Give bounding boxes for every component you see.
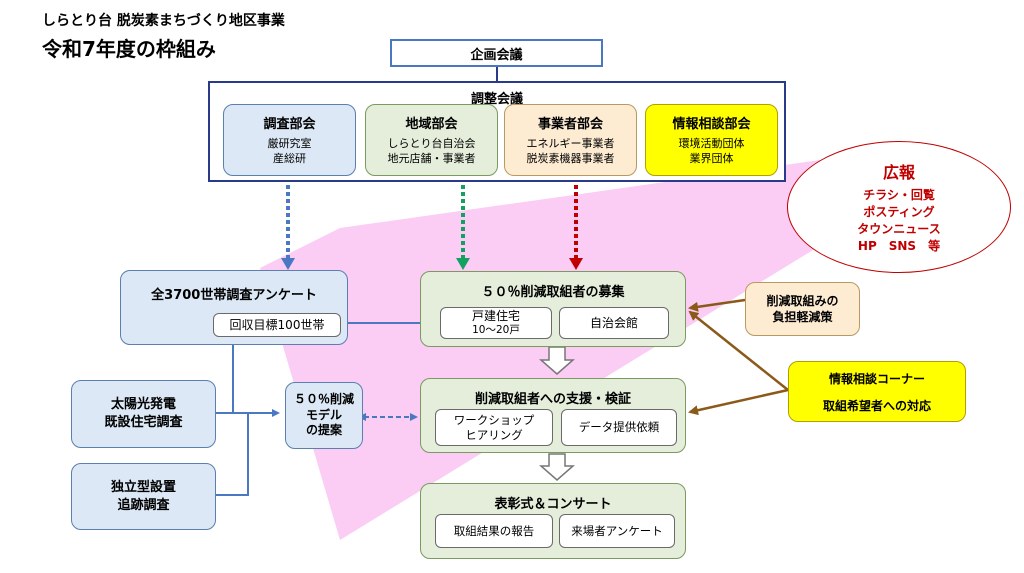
standalone-line: 独立型設置 <box>110 479 176 495</box>
survey-connector <box>232 345 280 417</box>
support-data: データ提供依頼 <box>561 409 677 446</box>
coordination-title: 調整会議 <box>470 92 523 107</box>
consultation-corner: 情報相談コーナー 取組希望者への対応 <box>788 361 966 422</box>
unit-region: 地域部会 しらとり台自治会 地元店舗・事業者 <box>365 104 498 176</box>
unit-survey: 調査部会 厳研究室 産総研 <box>223 104 356 176</box>
planning-meeting: 企画会議 <box>390 39 603 67</box>
unit-region-line: しらとり台自治会 <box>387 137 476 151</box>
award-report: 取組結果の報告 <box>435 514 553 548</box>
award-title: 表彰式＆コンサート <box>494 497 612 512</box>
page-subtitle: しらとり台 脱炭素まちづくり地区事業 <box>42 13 285 29</box>
unit-info-line: 業界団体 <box>689 152 734 165</box>
unit-info-line: 環境活動団体 <box>678 137 745 151</box>
unit-info-name: 情報相談部会 <box>672 117 751 133</box>
solar-line: 太陽光発電 <box>110 397 176 413</box>
unit-business: 事業者部会 エネルギー事業者 脱炭素機器事業者 <box>504 104 637 176</box>
survey-title: 全3700世帯調査アンケート <box>151 288 317 303</box>
recruit-house: 戸建住宅 10～20戸 <box>440 307 552 339</box>
model-line: ５０％削減 <box>293 392 354 407</box>
support-data-label: データ提供依頼 <box>578 420 660 435</box>
award-survey: 来場者アンケート <box>559 514 675 548</box>
publicity-line: HP SNS 等 <box>857 238 941 253</box>
corner-title: 情報相談コーナー <box>828 371 925 386</box>
publicity-line: チラシ・回覧 <box>863 188 935 203</box>
burden-line: 負担軽減策 <box>772 310 833 324</box>
recruit-hall-label: 自治会館 <box>589 315 638 330</box>
survey-target-label: 回収目標100世帯 <box>229 317 325 332</box>
burden-box: 削減取組みの 負担軽減策 <box>745 282 860 336</box>
model-line: の提案 <box>305 423 342 438</box>
award-report-label: 取組結果の報告 <box>453 523 535 538</box>
recruit-box: ５０％削減取組者の募集 戸建住宅 10～20戸 自治会館 <box>420 271 686 347</box>
recruit-hall: 自治会館 <box>559 307 669 339</box>
corner-desc: 取組希望者への対応 <box>822 398 931 413</box>
support-workshop-label: ワークショップ <box>453 413 535 428</box>
unit-business-name: 事業者部会 <box>537 117 603 133</box>
publicity-title: 広報 <box>882 163 915 183</box>
model-line: モデル <box>305 407 342 422</box>
arrow-burden-to-recruit <box>688 298 746 312</box>
standalone-line: 追跡調査 <box>117 497 170 513</box>
hollow-arrow-1 <box>539 346 575 375</box>
unit-survey-name: 調査部会 <box>263 117 316 133</box>
solar-box: 太陽光発電 既設住宅調査 <box>71 380 216 448</box>
recruit-title: ５０％削減取組者の募集 <box>481 285 625 300</box>
survey-target: 回収目標100世帯 <box>213 313 341 337</box>
unit-business-line: エネルギー事業者 <box>526 137 615 151</box>
unit-business-line: 脱炭素機器事業者 <box>526 152 615 165</box>
arrow-corner-to-recruit <box>688 310 789 391</box>
support-hearing-label: ヒアリング <box>465 427 523 442</box>
unit-survey-line: 産総研 <box>273 152 306 165</box>
standalone-box: 独立型設置 追跡調査 <box>71 463 216 530</box>
publicity-line: ポスティング <box>863 205 935 220</box>
unit-region-name: 地域部会 <box>405 117 458 133</box>
planning-connector <box>496 67 498 81</box>
recruit-house-label: 戸建住宅 <box>471 308 520 323</box>
hollow-arrow-2 <box>539 453 575 481</box>
award-survey-label: 来場者アンケート <box>571 523 663 538</box>
recruit-house-count: 10～20戸 <box>472 323 520 336</box>
support-workshop: ワークショップ ヒアリング <box>435 409 553 446</box>
unit-region-line: 地元店舗・事業者 <box>387 152 476 165</box>
support-box: 削減取組者への支援・検証 ワークショップ ヒアリング データ提供依頼 <box>420 378 686 453</box>
burden-line: 削減取組みの <box>766 293 839 308</box>
standalone-connector <box>215 413 249 496</box>
unit-info: 情報相談部会 環境活動団体 業界団体 <box>645 104 778 176</box>
planning-meeting-label: 企画会議 <box>470 47 523 63</box>
solar-line: 既設住宅調査 <box>104 415 183 430</box>
award-box: 表彰式＆コンサート 取組結果の報告 来場者アンケート <box>420 483 686 559</box>
unit-survey-line: 厳研究室 <box>267 137 312 151</box>
publicity-ellipse: 広報 チラシ・回覧 ポスティング タウンニュース HP SNS 等 <box>787 141 1011 273</box>
support-title: 削減取組者への支援・検証 <box>474 392 631 407</box>
arrow-corner-to-support <box>688 388 789 416</box>
page-title: 令和7年度の枠組み <box>42 37 216 61</box>
publicity-line: タウンニュース <box>857 222 941 236</box>
model-box: ５０％削減 モデル の提案 <box>285 382 363 449</box>
survey-box: 全3700世帯調査アンケート 回収目標100世帯 <box>120 270 348 345</box>
